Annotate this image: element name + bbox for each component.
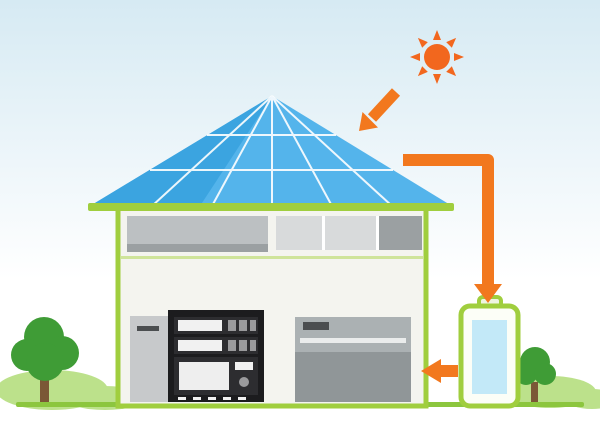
right-tree [515,347,556,404]
tree-trunk [40,368,49,405]
sun-ray [454,53,464,61]
tree-crown [515,347,556,385]
base-button [193,397,201,400]
arrow-battery-to-appliance [421,359,458,383]
solar-panel-shade [90,96,272,206]
microwave-window [179,362,229,390]
dishwasher-lower-panel [295,352,411,402]
sun-ray [410,53,420,61]
display-screen [178,340,222,351]
energy-flow-arrows [359,88,502,383]
tree-crown-circle [534,363,556,385]
storage-battery [458,295,521,409]
roof-eave [88,203,454,211]
second-floor-windows [127,216,422,252]
sun-ray [433,74,441,84]
sun-ray [446,66,457,77]
sun-icon [410,30,464,84]
base-button [238,397,246,400]
sun-ray [417,37,428,48]
panel-button [228,320,236,331]
sun-ray [433,30,441,40]
microwave-display [235,362,253,370]
display-screen [178,320,222,331]
panel-grid-line [151,95,273,207]
battery-charge-window [472,320,507,394]
arrow-sun-to-roof [359,88,401,131]
base-button [208,397,216,400]
dishwasher-unit [295,317,411,402]
panel-grid-line [211,95,273,207]
kitchen-appliance-stack [130,310,264,402]
arrow-shaft [403,154,494,286]
base-button [178,397,186,400]
sun-disc [424,44,450,70]
window-divider [322,216,325,250]
panel-button [250,320,256,331]
sun-ray [417,66,428,77]
panel-button [239,340,247,351]
vent-hood-top [127,216,268,244]
vent-hood-bottom [127,244,268,252]
arrow-head [474,284,502,303]
window-divider [376,216,379,250]
sun-ray [446,37,457,48]
arrow-head [359,112,378,131]
panel-grid-line [271,95,393,207]
panel-grid-line [271,95,333,207]
solar-panel-grid [150,95,393,207]
solar-roof [88,95,454,211]
microwave-knob [239,377,249,387]
floor-divider-line [121,256,423,259]
panel-button [250,340,256,351]
arrow-roof-to-battery [403,154,502,303]
panel-button [228,340,236,351]
sun-rays [410,30,464,84]
arrow-head [421,359,441,383]
cabinet-handle [137,326,159,331]
arrow-shaft [367,88,401,122]
left-tree [11,317,79,405]
base-button [223,397,231,400]
tree-crown-circle [26,343,64,381]
dishwasher-slot [300,338,406,343]
window-panel-dark [379,216,422,250]
tree-crown [11,317,79,381]
dishwasher-handle [303,322,329,330]
tree-trunk [531,382,538,404]
panel-button [239,320,247,331]
